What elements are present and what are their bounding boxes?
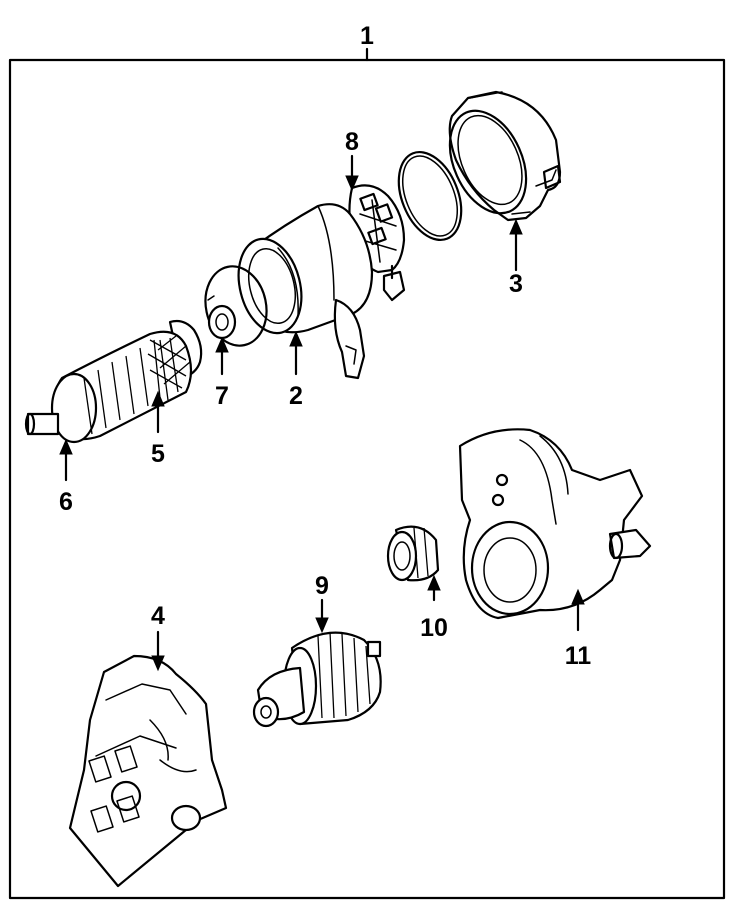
part-5-armature: [24, 319, 203, 444]
callout-2: 2: [289, 382, 303, 410]
callout-7: 7: [215, 382, 229, 410]
part-11-drive-end-housing: [458, 428, 652, 620]
callout-5: 5: [151, 440, 165, 468]
part-7-ring-and-bushing: [204, 265, 268, 347]
callout-10: 10: [420, 614, 448, 642]
callout-9: 9: [315, 572, 329, 600]
o-ring-seal: [397, 150, 463, 242]
callout-8: 8: [345, 128, 359, 156]
part-4-lever-plate: [68, 654, 228, 888]
assembly-frame: [8, 47, 726, 900]
leader-lines: [59, 154, 585, 672]
callout-11: 11: [565, 642, 592, 670]
part-2-field-frame: [237, 203, 374, 380]
callout-3: 3: [509, 270, 523, 298]
callout-labels: 1 2 3 4 5 6 7 8 9 10 11: [59, 22, 591, 670]
part-3-end-cover: [448, 90, 562, 222]
callout-6: 6: [59, 488, 73, 516]
callout-4: 4: [151, 602, 165, 630]
part-9-drive-pinion: [252, 631, 382, 728]
part-10-bearing: [386, 525, 440, 582]
callout-1: 1: [360, 22, 374, 50]
